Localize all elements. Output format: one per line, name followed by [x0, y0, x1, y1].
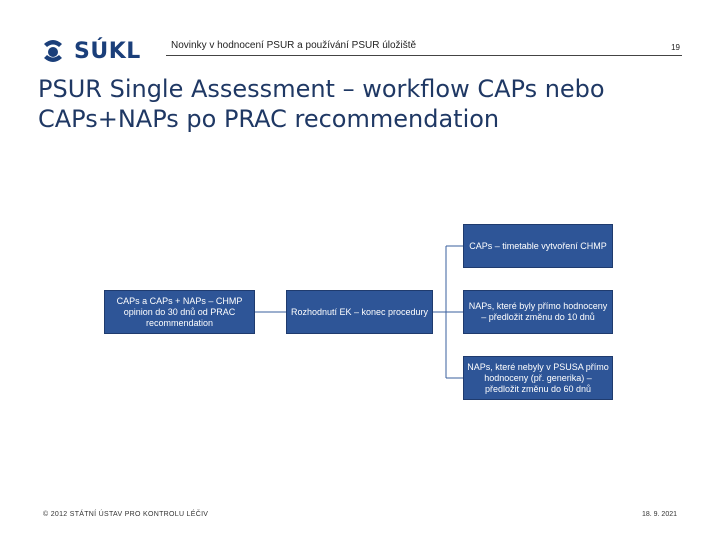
slide-title: PSUR Single Assessment – workflow CAPs n…	[38, 74, 678, 134]
slide-title-line-1: PSUR Single Assessment – workflow CAPs n…	[38, 75, 605, 103]
sukl-logo-icon	[44, 40, 62, 62]
box-branch-caps-timetable: CAPs – timetable vytvoření CHMP	[463, 224, 613, 268]
box-branch-naps-assessed: NAPs, které byly přímo hodnoceny – předl…	[463, 290, 613, 334]
box-ec-decision: Rozhodnutí EK – konec procedury	[286, 290, 433, 334]
sukl-logo: SÚKL	[38, 34, 156, 68]
footer-date: 18. 9. 2021	[641, 511, 677, 518]
footer-copyright: © 2012 STÁTNÍ ÚSTAV PRO KONTROLU LÉČIV	[43, 511, 209, 518]
box-branch-naps-not-assessed: NAPs, které nebyly v PSUSA přímo hodnoce…	[463, 356, 613, 400]
header-title: Novinky v hodnocení PSUR a používání PSU…	[171, 40, 417, 51]
header-divider	[166, 55, 682, 56]
logo-text: SÚKL	[74, 38, 141, 64]
slide-title-line-2: CAPs+NAPs po PRAC recommendation	[38, 105, 500, 133]
page-number: 19	[671, 43, 680, 52]
box-root-chmp-opinion: CAPs a CAPs + NAPs – CHMP opinion do 30 …	[104, 290, 255, 334]
